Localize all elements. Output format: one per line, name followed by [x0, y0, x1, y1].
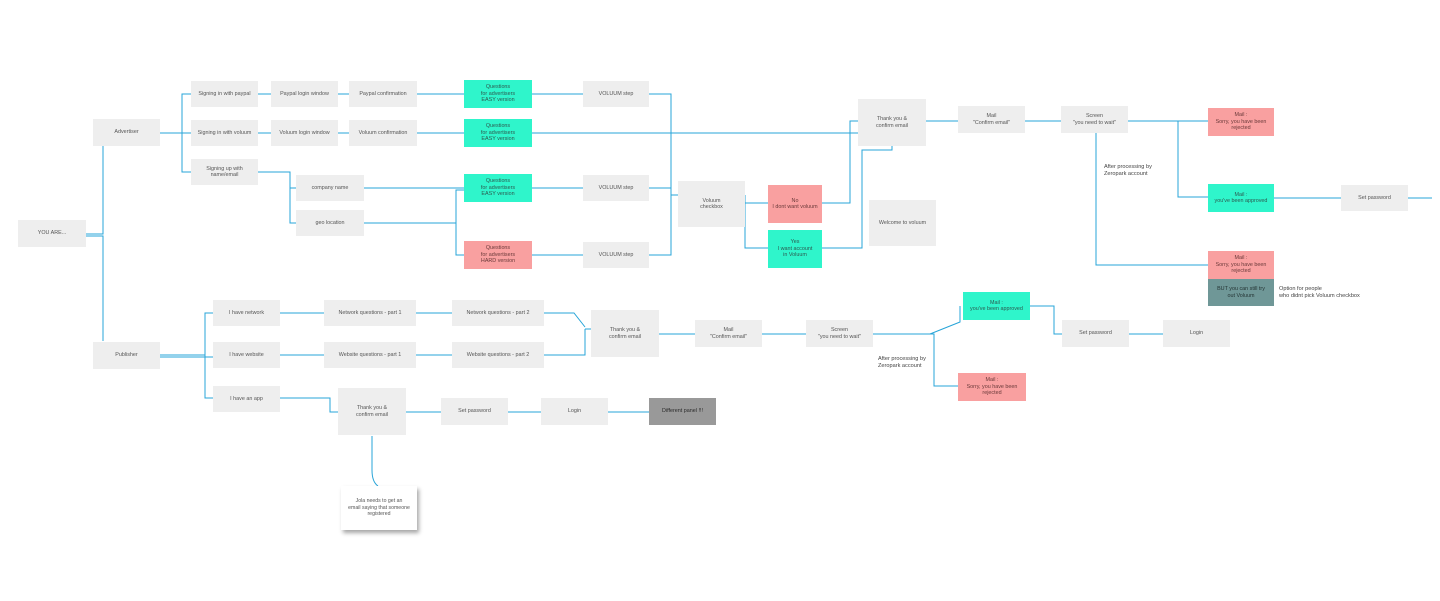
geo-location-node: geo location	[296, 210, 364, 236]
signup-email-node: Signing up with name/email	[191, 159, 258, 185]
questions-hard-node: Questions for advertisers HARD version	[464, 241, 532, 269]
yes-voluum-node: Yes I want account in Voluum	[768, 230, 822, 268]
company-name-node: company name	[296, 175, 364, 201]
app-login-node: Login	[541, 398, 608, 425]
pub-mail-rejected-node: Mail : Sorry, you have been rejected	[958, 373, 1026, 401]
voluum-checkbox-node: Voluum checkbox	[678, 181, 745, 227]
adv-screen-wait-node: Screen "you need to wait"	[1061, 106, 1128, 133]
voluum-login-window-node: Voluum login window	[271, 120, 338, 146]
voluum-step-node-2: VOLUUM step	[583, 175, 649, 201]
adv-set-password-node: Set password	[1341, 185, 1408, 211]
questions-easy-node-1: Questions for advertisers EASY version	[464, 80, 532, 108]
voluum-confirmation-node: Voluum confirmation	[349, 120, 417, 146]
signin-voluum-node: Signing in with voluum	[191, 120, 258, 146]
but-voluum-option-node: BUT you can still try out Voluum	[1208, 279, 1274, 306]
network-questions-2-node: Network questions - part 2	[452, 300, 544, 326]
questions-easy-node-3: Questions for advertisers EASY version	[464, 174, 532, 202]
paypal-confirmation-node: Paypal confirmation	[349, 81, 417, 107]
website-questions-1-node: Website questions - part 1	[324, 342, 416, 368]
advertiser-node: Advertiser	[93, 119, 160, 146]
adv-thank-you-node: Thank you & confirm email	[858, 99, 926, 146]
welcome-voluum-node: Welcome to voluum	[869, 200, 936, 246]
pub-set-password-node: Set password	[1062, 320, 1129, 347]
have-app-node: I have an app	[213, 386, 280, 412]
different-panel-node: Different panel !!!	[649, 398, 716, 425]
adv-mail-rejected-node-2: Mail : Sorry, you have been rejected	[1208, 251, 1274, 279]
signin-paypal-node: Signing in with paypal	[191, 81, 258, 107]
pub-mail-confirm-node: Mail "Confirm email"	[695, 320, 762, 347]
pub-mail-approved-node: Mail : you've been approved	[963, 292, 1030, 320]
network-questions-1-node: Network questions - part 1	[324, 300, 416, 326]
publisher-node: Publisher	[93, 342, 160, 369]
adv-mail-confirm-node: Mail "Confirm email"	[958, 106, 1025, 133]
paypal-login-window-node: Paypal login window	[271, 81, 338, 107]
adv-mail-approved-node: Mail : you've been approved	[1208, 184, 1274, 212]
no-voluum-node: No I dont want voluum	[768, 185, 822, 223]
pub-login-node: Login	[1163, 320, 1230, 347]
have-website-node: I have website	[213, 342, 280, 368]
have-network-node: I have network	[213, 300, 280, 326]
you-are-node: YOU ARE...	[18, 220, 86, 247]
voluum-step-node-1: VOLUUM step	[583, 81, 649, 107]
website-questions-2-node: Website questions - part 2	[452, 342, 544, 368]
option-note: Option for people who didnt pick Voluum …	[1279, 286, 1360, 299]
adv-processing-note: After processing by Zeropark account	[1104, 164, 1152, 177]
app-thank-you-node: Thank you & confirm email	[338, 388, 406, 435]
pub-screen-wait-node: Screen "you need to wait"	[806, 320, 873, 347]
pub-thank-you-node: Thank you & confirm email	[591, 310, 659, 357]
sticky-note: Jola needs to get an email saying that s…	[341, 486, 417, 530]
pub-processing-note: After processing by Zeropark account	[878, 356, 926, 369]
adv-mail-rejected-node-1: Mail : Sorry, you have been rejected	[1208, 108, 1274, 136]
voluum-step-node-3: VOLUUM step	[583, 242, 649, 268]
app-set-password-node: Set password	[441, 398, 508, 425]
questions-easy-node-2: Questions for advertisers EASY version	[464, 119, 532, 147]
